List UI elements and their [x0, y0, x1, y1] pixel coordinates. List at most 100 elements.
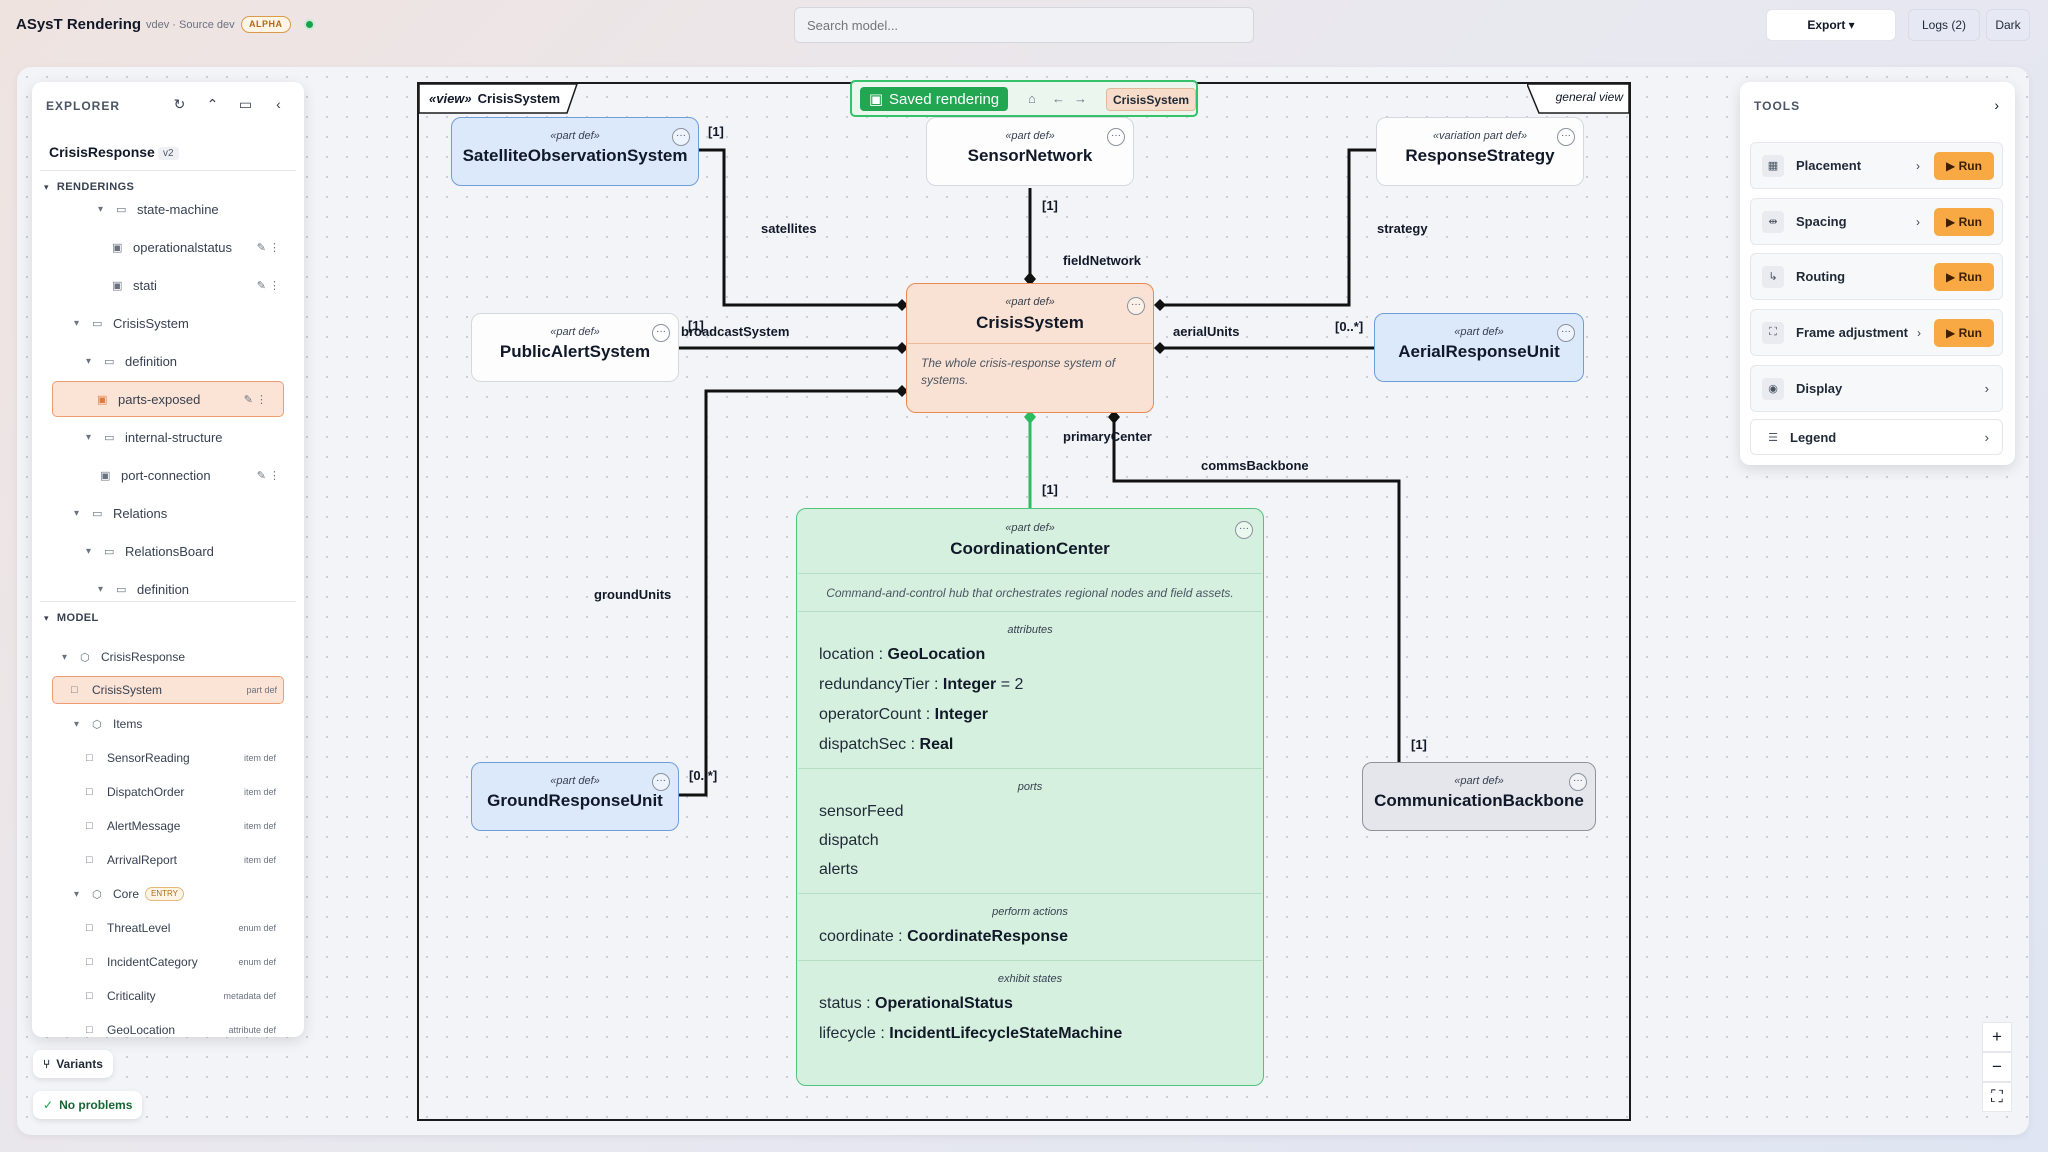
diagram-canvas[interactable]	[17, 67, 2029, 1135]
chevron-right-icon[interactable]: ›	[1917, 325, 1921, 340]
node-satellite-observation-system[interactable]: «part def» SatelliteObservationSystem ··…	[451, 117, 699, 186]
tree-item[interactable]: ▣port-connection✎ ⋮	[100, 467, 280, 483]
node-divider	[798, 611, 1262, 612]
item-def-icon: □	[86, 752, 93, 764]
tool-legend[interactable]: ☰ Legend ›	[1750, 419, 2003, 455]
tree-item[interactable]: ▾▭definition	[98, 581, 190, 597]
chevron-down-icon: ▾	[86, 355, 92, 367]
more-icon[interactable]: ···	[1557, 324, 1575, 342]
kind-label: attribute def	[228, 1025, 276, 1035]
more-icon[interactable]: ···	[1235, 521, 1253, 539]
tool-spacing[interactable]: ⇹ Spacing › ▶ Run	[1750, 198, 2003, 245]
view-name: CrisisSystem	[477, 90, 561, 106]
more-icon[interactable]: ···	[652, 324, 670, 342]
run-button[interactable]: ▶ Run	[1934, 262, 1994, 291]
chevron-down-icon: ▾	[74, 718, 80, 730]
chevron-down-icon: ▾	[86, 545, 92, 557]
ports-compartment: sensorFeed dispatch alerts	[797, 797, 1263, 884]
saved-rendering-button[interactable]: ▣ Saved rendering	[860, 87, 1008, 111]
tool-placement[interactable]: ▦ Placement › ▶ Run	[1750, 142, 2003, 189]
folder-icon[interactable]: ▭	[238, 96, 253, 112]
kind-label: item def	[243, 855, 276, 865]
tree-item[interactable]: ▾⬡Items	[74, 717, 143, 731]
breadcrumb-chip[interactable]: CrisisSystem	[1106, 88, 1197, 111]
tool-display[interactable]: ◉ Display ›	[1750, 365, 2003, 412]
kind-label: item def	[243, 753, 276, 763]
chevron-right-icon[interactable]: ›	[1984, 429, 1989, 445]
collapse-all-icon[interactable]: ⌃	[206, 96, 219, 112]
spacing-icon: ⇹	[1762, 210, 1784, 233]
node-aerial-response-unit[interactable]: «part def» AerialResponseUnit ···	[1374, 313, 1584, 382]
tree-item[interactable]: ▾⬡CrisisResponse	[62, 650, 186, 664]
chevron-right-icon[interactable]: ›	[1916, 158, 1920, 173]
tree-item[interactable]: ▾▭internal-structure	[86, 429, 223, 445]
chevron-right-icon[interactable]: ›	[1916, 214, 1920, 229]
chevron-right-icon[interactable]: ›	[1984, 381, 1989, 396]
run-button[interactable]: ▶ Run	[1934, 318, 1994, 347]
more-icon[interactable]: ···	[672, 128, 690, 146]
back-arrow-icon[interactable]: ←	[1052, 91, 1065, 106]
compartment-title: ports	[1017, 781, 1043, 793]
node-divider	[798, 768, 1262, 769]
more-icon[interactable]: ···	[1107, 128, 1125, 146]
node-sensor-network[interactable]: «part def» SensorNetwork ···	[926, 117, 1134, 186]
more-icon[interactable]: ···	[1569, 773, 1587, 791]
node-communication-backbone[interactable]: «part def» CommunicationBackbone ···	[1362, 762, 1596, 831]
tree-item[interactable]: ▾▭CrisisSystem	[74, 315, 189, 331]
logs-button[interactable]: Logs (2)	[1908, 9, 1980, 41]
search-input[interactable]	[794, 7, 1254, 43]
zoom-out-button[interactable]: −	[1982, 1052, 2012, 1082]
explorer-panel: EXPLORER ↻ ⌃ ▭ ‹ CrisisResponse v2 ▾REND…	[32, 82, 304, 1037]
chevron-down-icon: ▾	[98, 203, 104, 215]
folder-icon: ▭	[104, 546, 115, 558]
problems-status[interactable]: ✓No problems	[33, 1091, 143, 1119]
tree-item[interactable]: ▣stati✎ ⋮	[112, 277, 280, 293]
variants-button[interactable]: ⑂Variants	[33, 1050, 113, 1078]
model-section-header[interactable]: ▾MODEL	[44, 612, 99, 624]
run-button[interactable]: ▶ Run	[1934, 207, 1994, 236]
zoom-in-button[interactable]: +	[1982, 1022, 2012, 1052]
chevron-right-icon[interactable]: ›	[1994, 97, 1999, 113]
run-button[interactable]: ▶ Run	[1934, 151, 1994, 180]
fit-view-button[interactable]: ⛶	[1982, 1082, 2012, 1112]
tree-item-selected[interactable]: ▣parts-exposed✎ ⋮	[52, 381, 284, 417]
folder-icon: ▭	[104, 356, 115, 368]
tool-frame-adjustment[interactable]: ⛶ Frame adjustment › ▶ Run	[1750, 309, 2003, 356]
node-crisis-system[interactable]: «part def» CrisisSystem The whole crisis…	[906, 283, 1154, 413]
more-icon[interactable]: ···	[1557, 128, 1575, 146]
tree-item[interactable]: ▾▭Relations	[74, 505, 168, 521]
chevron-left-icon[interactable]: ‹	[276, 96, 281, 112]
renderings-section-header[interactable]: ▾RENDERINGS	[44, 181, 135, 193]
node-response-strategy[interactable]: «variation part def» ResponseStrategy ··…	[1376, 117, 1584, 186]
forward-arrow-icon[interactable]: →	[1074, 91, 1087, 106]
more-icon[interactable]: ···	[1127, 297, 1145, 315]
tree-item[interactable]: ▾▭definition	[86, 353, 178, 369]
tree-item[interactable]: ▾▭state-machine	[98, 201, 219, 217]
home-icon[interactable]: ⌂	[1028, 91, 1036, 106]
view-tag-shape	[419, 84, 578, 114]
tree-item[interactable]: ▾▭RelationsBoard	[86, 543, 214, 559]
tool-routing[interactable]: ↳ Routing ▶ Run	[1750, 253, 2003, 300]
node-ground-response-unit[interactable]: «part def» GroundResponseUnit ···	[471, 762, 679, 831]
export-button[interactable]: Export ▾	[1766, 9, 1896, 41]
tree-item[interactable]: ▣operationalstatus✎ ⋮	[112, 239, 280, 255]
dark-mode-button[interactable]: Dark	[1986, 9, 2030, 41]
node-stereotype: «part def»	[550, 326, 600, 338]
saved-rendering-label: Saved rendering	[889, 90, 1000, 108]
node-coordination-center[interactable]: «part def» CoordinationCenter ··· Comman…	[796, 508, 1264, 1086]
node-public-alert-system[interactable]: «part def» PublicAlertSystem ···	[471, 313, 679, 382]
package-icon: ⬡	[92, 719, 102, 731]
edge-primarycenter	[1112, 417, 1401, 762]
more-icon[interactable]: ···	[652, 773, 670, 791]
refresh-icon[interactable]: ↻	[173, 96, 186, 112]
